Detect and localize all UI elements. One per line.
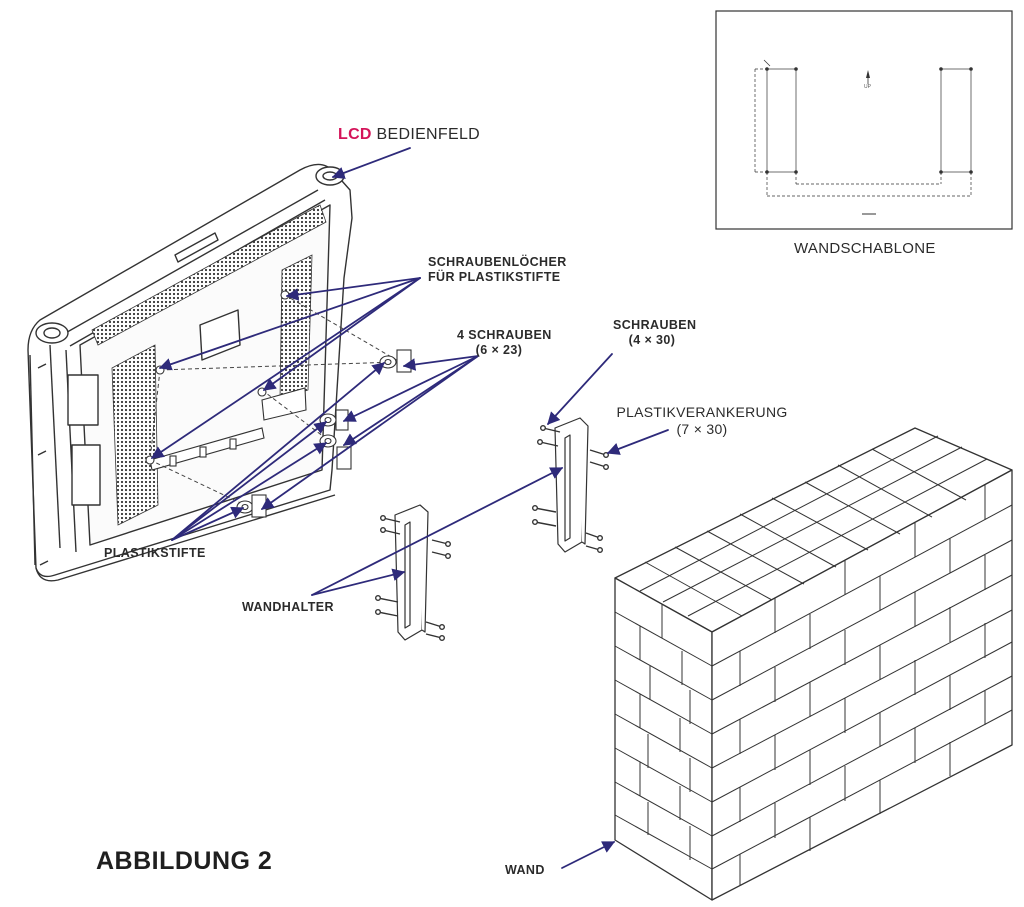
four-screws-line1: 4 SCHRAUBEN <box>457 328 552 342</box>
plastikverankerung-line1: PLASTIKVERANKERUNG <box>616 404 788 420</box>
plastikverankerung-label: PLASTIKVERANKERUNG (7 × 30) <box>616 404 788 438</box>
four-screws-line2: (6 × 23) <box>475 343 523 357</box>
plastic-pins <box>236 349 412 518</box>
schrauben-label: SCHRAUBEN (4 × 30) <box>613 318 697 348</box>
wall-front-bricks <box>711 485 1013 886</box>
left-bracket-screws <box>375 515 452 642</box>
wall-left-bricks <box>614 604 713 870</box>
plastikverankerung-line2: (7 × 30) <box>676 420 728 437</box>
schraubenloecher-line2: FÜR PLASTIKSTIFTE <box>428 270 561 284</box>
callout-arrows <box>150 147 669 869</box>
four-screws-label: 4 SCHRAUBEN (6 × 23) <box>457 328 552 358</box>
schrauben-line2: (4 × 30) <box>628 333 676 347</box>
right-wall-bracket <box>554 417 589 553</box>
lower-bar <box>149 387 307 471</box>
wandhalter-label: WANDHALTER <box>242 600 334 614</box>
left-wall-bracket <box>394 504 429 641</box>
lcd-bedienfeld-label: LCD BEDIENFELD <box>338 125 480 144</box>
left-vent <box>111 344 159 526</box>
wandschablone-label: WANDSCHABLONE <box>794 240 936 257</box>
template-up-text: UP <box>864 84 871 90</box>
figure-title: ABBILDUNG 2 <box>96 847 273 875</box>
wall-top-bricks <box>639 435 988 617</box>
schraubenloecher-label: SCHRAUBENLÖCHER FÜR PLASTIKSTIFTE <box>428 255 567 285</box>
right-vent <box>279 254 313 401</box>
schrauben-line1: SCHRAUBEN <box>613 318 697 332</box>
top-vent <box>91 204 327 346</box>
wall-template <box>715 10 1013 230</box>
lcd-word: LCD <box>338 126 372 143</box>
plastikstifte-label: PLASTIKSTIFTE <box>104 546 206 560</box>
alignment-lines <box>149 294 401 506</box>
brick-wall <box>614 427 1013 901</box>
right-bracket-screws <box>532 425 610 554</box>
schraubenloecher-line1: SCHRAUBENLÖCHER <box>428 255 567 269</box>
bedienfeld-word: BEDIENFELD <box>376 126 481 143</box>
tv-back-panel <box>27 163 353 582</box>
wand-label: WAND <box>505 863 545 877</box>
